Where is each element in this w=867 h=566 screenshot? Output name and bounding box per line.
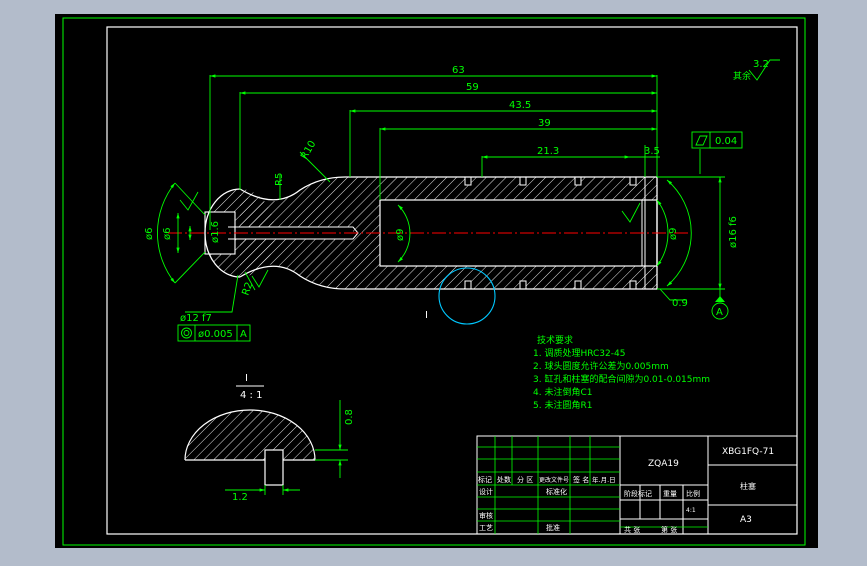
scale-text: 4:1: [686, 507, 696, 514]
svg-text:1.2: 1.2: [232, 492, 248, 503]
svg-text:4 : 1: 4 : 1: [240, 390, 262, 401]
dim-39: 39: [538, 118, 551, 129]
detail-view: I 4 : 1 0.8 1.2: [184, 373, 355, 503]
drawing-number: XBG1FQ-71: [722, 447, 774, 457]
title-block: 标记 处数 分 区 更改文件号 签 名 年.月.日 设计 标准化 阶段标记 重量…: [476, 435, 798, 535]
svg-text:阶段标记: 阶段标记: [624, 489, 652, 498]
dim-dia1-6: ø1.6: [210, 221, 221, 243]
tech-requirements: 技术要求 1. 调质处理HRC32-45 2. 球头圆度允许公差为0.005mm…: [533, 334, 710, 411]
gdt-concentric-value: ø0.005: [198, 329, 233, 340]
svg-text:标记: 标记: [478, 475, 492, 484]
dim-dia6-inner: ø6: [162, 228, 173, 240]
svg-text:第 张: 第 张: [661, 525, 677, 534]
roughness-label: 其余: [733, 70, 751, 82]
svg-text:共 张: 共 张: [624, 525, 640, 534]
part-name: 柱塞: [740, 481, 756, 491]
dim-21-3: 21.3: [537, 146, 559, 157]
tech-item-2: 2. 球头圆度允许公差为0.005mm: [533, 360, 669, 372]
dim-r5: R5: [274, 173, 285, 186]
svg-text:比例: 比例: [686, 489, 700, 498]
svg-text:工艺: 工艺: [479, 524, 493, 532]
inner-frame: [106, 26, 798, 535]
dim-dia16: ø16 f6: [728, 216, 739, 248]
svg-text:设计: 设计: [479, 487, 493, 496]
gdt-flatness-value: 0.04: [715, 136, 737, 147]
dim-59: 59: [466, 82, 479, 93]
svg-text:签 名: 签 名: [573, 475, 589, 484]
datum-a-symbol: A: [711, 296, 729, 320]
dim-3-5: 3.5: [644, 146, 660, 157]
roughness-value: 3.2: [753, 59, 769, 70]
gdt-concentric-frame: ø0.005 A: [177, 324, 251, 342]
dimension-lines: [157, 74, 725, 313]
dim-dia6-outer: ø6: [144, 228, 155, 240]
svg-text:处数: 处数: [497, 475, 511, 484]
gdt-flatness-frame: 0.04: [691, 131, 743, 149]
tech-item-1: 1. 调质处理HRC32-45: [533, 347, 625, 359]
gdt-concentric-datum: A: [240, 329, 247, 340]
tech-item-4: 4. 未注倒角C1: [533, 386, 592, 398]
svg-text:更改文件号: 更改文件号: [539, 476, 569, 484]
svg-text:A: A: [716, 307, 723, 318]
svg-text:分 区: 分 区: [517, 475, 533, 484]
detail-ref-label: I: [425, 310, 428, 321]
dim-dia9-bore: ø9: [395, 229, 406, 241]
dim-r-small: R2: [240, 281, 255, 297]
tech-item-5: 5. 未注圆角R1: [533, 399, 592, 411]
tech-heading: 技术要求: [537, 334, 573, 346]
svg-text:重量: 重量: [663, 490, 677, 498]
tech-item-3: 3. 缸孔和柱塞的配合间隙为0.01-0.015mm: [533, 373, 710, 385]
roughness-symbol: [748, 59, 780, 81]
dim-dia9-outer: ø9: [668, 228, 679, 240]
svg-text:I: I: [245, 373, 248, 384]
dim-63: 63: [452, 65, 465, 76]
detail-ref-circle: [438, 267, 496, 325]
outer-frame: [62, 17, 806, 546]
svg-text:年.月.日: 年.月.日: [592, 475, 616, 484]
svg-text:批准: 批准: [546, 523, 560, 532]
sheet-size: A3: [740, 515, 752, 525]
svg-text:0.8: 0.8: [344, 409, 355, 425]
svg-text:标准化: 标准化: [546, 487, 567, 496]
dim-dia12: ø12 f7: [180, 313, 212, 324]
dim-43-5: 43.5: [509, 100, 531, 111]
dim-chamfer: 0.9: [672, 298, 688, 309]
part-main-view: [168, 176, 690, 290]
svg-text:审核: 审核: [479, 511, 493, 520]
material-text: ZQA19: [648, 459, 679, 469]
